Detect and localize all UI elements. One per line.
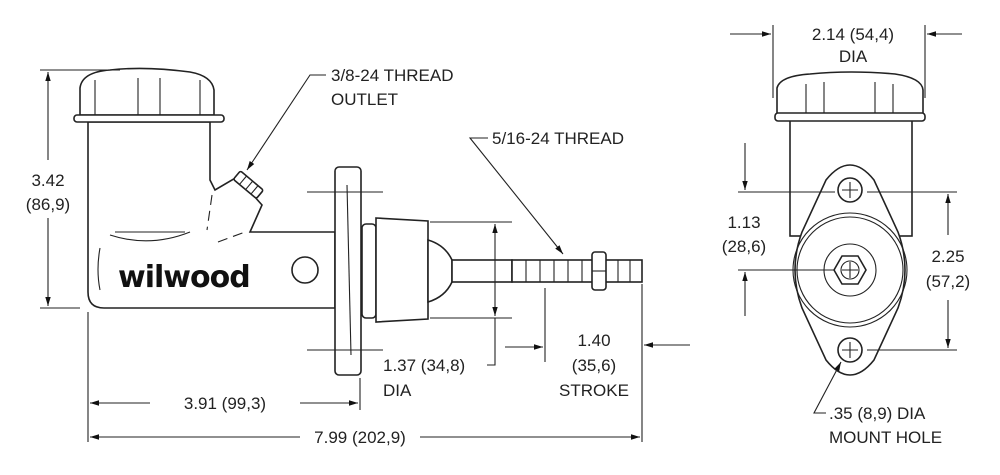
- boot-ring: [361, 223, 377, 319]
- boot: [375, 217, 429, 323]
- bore-leader: [487, 318, 496, 366]
- mount-hole-leader: [813, 361, 842, 414]
- boot-end: [427, 238, 453, 304]
- stroke-dim-label: STROKE: [559, 381, 629, 400]
- height-dim-mm: (86,9): [26, 195, 70, 214]
- body-outline: [87, 121, 336, 309]
- bore-dim-dia: DIA: [383, 381, 412, 400]
- outlet-label-line1: 3/8-24 THREAD: [331, 66, 454, 85]
- reservoir-dia-label: DIA: [839, 47, 868, 66]
- pushrod-thread-label: 5/16-24 THREAD: [492, 129, 624, 148]
- mount-hole: [291, 256, 319, 284]
- hole-spacing-dim-mm: (57,2): [926, 272, 970, 291]
- stroke-dim-mm: (35,6): [572, 356, 616, 375]
- threaded-rod: [511, 259, 643, 283]
- thread-marks: [525, 260, 631, 282]
- pushrod-leader: [468, 137, 564, 255]
- hole-spacing-dim-inch: 2.25: [931, 247, 964, 266]
- reservoir-cap-end: [774, 71, 926, 122]
- center-offset-dim-inch: 1.13: [727, 213, 760, 232]
- overall-length-dim: 7.99 (202,9): [314, 428, 406, 447]
- outlet-fitting: [233, 170, 264, 199]
- height-dim-inch: 3.42: [31, 171, 64, 190]
- body-detail: [109, 231, 191, 242]
- mount-depth-dim: 3.91 (99,3): [184, 394, 266, 413]
- hidden-line: [206, 194, 246, 243]
- wilwood-logo: wilwood: [118, 260, 250, 295]
- reservoir-dia-dim: 2.14 (54,4): [812, 25, 894, 44]
- side-view: wilwood 3.42 (86,9) 3/8-24 THREAD OUTLE: [26, 66, 690, 447]
- outlet-leader: [246, 74, 326, 171]
- pushrod: [451, 259, 513, 283]
- reservoir-cap: [73, 67, 225, 123]
- bore-dim: 1.37 (34,8): [383, 356, 465, 375]
- mount-hole-top: [837, 177, 863, 203]
- end-view: 2.14 (54,4) DIA 1.13 (28,6) 2.25 (57,2) …: [722, 25, 970, 447]
- mount-hole-label: MOUNT HOLE: [829, 428, 942, 447]
- mount-hole-dim: .35 (8,9) DIA: [829, 404, 926, 423]
- stroke-dim-inch: 1.40: [577, 331, 610, 350]
- mounting-flange: [334, 166, 362, 376]
- body-detail: [97, 247, 101, 291]
- mount-hole-bottom: [837, 337, 863, 363]
- center-offset-dim-mm: (28,6): [722, 237, 766, 256]
- flange-detail: [346, 184, 352, 356]
- outlet-label-line2: OUTLET: [331, 90, 398, 109]
